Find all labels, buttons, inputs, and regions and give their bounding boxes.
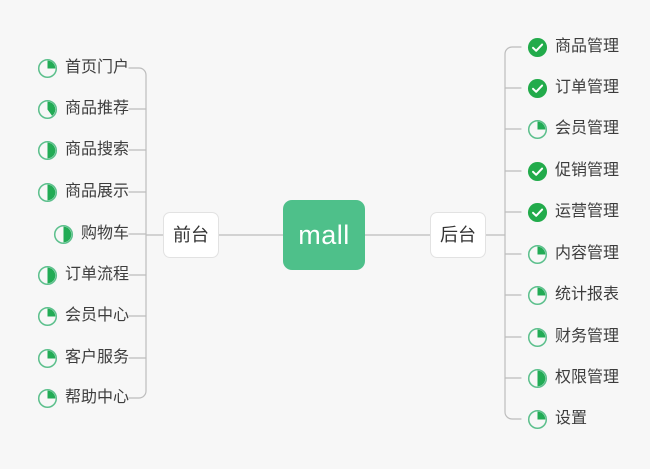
leaf-item-label: 订单管理 xyxy=(555,79,620,96)
branch-node-front[interactable]: 前台 xyxy=(163,212,219,258)
leaf-item-left-8[interactable]: 帮助中心 xyxy=(37,386,129,410)
pie-icon xyxy=(37,58,58,78)
pie-icon xyxy=(527,285,548,305)
leaf-item-left-6[interactable]: 会员中心 xyxy=(37,304,129,328)
leaf-item-left-5[interactable]: 订单流程 xyxy=(37,263,129,287)
leaf-item-right-4[interactable]: 运营管理 xyxy=(527,200,619,224)
pie-icon xyxy=(37,348,58,368)
pie-icon xyxy=(527,368,548,388)
pie-icon xyxy=(53,224,74,244)
leaf-item-left-3[interactable]: 商品展示 xyxy=(37,180,129,204)
leaf-item-right-3[interactable]: 促销管理 xyxy=(527,159,619,183)
leaf-item-right-8[interactable]: 权限管理 xyxy=(527,366,619,390)
leaf-item-left-1[interactable]: 商品推荐 xyxy=(37,97,129,121)
leaf-item-label: 财务管理 xyxy=(555,328,620,345)
center-node-mall[interactable]: mall xyxy=(283,200,365,270)
leaf-item-right-7[interactable]: 财务管理 xyxy=(527,325,619,349)
leaf-item-label: 帮助中心 xyxy=(64,389,129,406)
pie-icon xyxy=(527,119,548,139)
pie-icon xyxy=(527,327,548,347)
leaf-item-right-9[interactable]: 设置 xyxy=(527,407,587,431)
leaf-item-left-4[interactable]: 购物车 xyxy=(53,222,129,246)
leaf-item-left-7[interactable]: 客户服务 xyxy=(37,346,129,370)
leaf-item-label: 首页门户 xyxy=(64,59,129,76)
leaf-item-label: 商品搜索 xyxy=(64,141,129,158)
leaf-item-label: 促销管理 xyxy=(555,162,620,179)
leaf-item-label: 购物车 xyxy=(80,225,129,242)
leaf-item-right-5[interactable]: 内容管理 xyxy=(527,242,619,266)
leaf-item-label: 会员管理 xyxy=(555,120,620,137)
leaf-item-label: 会员中心 xyxy=(64,307,129,324)
pie-icon xyxy=(37,265,58,285)
leaf-item-right-2[interactable]: 会员管理 xyxy=(527,117,619,141)
leaf-item-label: 内容管理 xyxy=(555,245,620,262)
leaf-item-label: 商品展示 xyxy=(64,183,129,200)
center-node-label: mall xyxy=(298,219,350,250)
pie-icon xyxy=(527,409,548,429)
leaf-item-left-0[interactable]: 首页门户 xyxy=(37,56,129,80)
pie-icon xyxy=(527,244,548,264)
leaf-item-right-1[interactable]: 订单管理 xyxy=(527,76,619,100)
leaf-item-label: 运营管理 xyxy=(555,203,620,220)
leaf-item-label: 商品推荐 xyxy=(64,100,129,117)
branch-node-back[interactable]: 后台 xyxy=(430,212,486,258)
check-icon xyxy=(527,37,548,57)
check-icon xyxy=(527,202,548,222)
leaf-item-label: 客户服务 xyxy=(64,349,129,366)
branch-node-front-label: 前台 xyxy=(173,225,209,245)
pie-icon xyxy=(37,140,58,160)
leaf-item-right-0[interactable]: 商品管理 xyxy=(527,35,619,59)
leaf-item-label: 商品管理 xyxy=(555,38,620,55)
branch-node-back-label: 后台 xyxy=(440,225,476,245)
pie-icon xyxy=(37,388,58,408)
leaf-item-right-6[interactable]: 统计报表 xyxy=(527,283,619,307)
pie-icon xyxy=(37,182,58,202)
leaf-item-left-2[interactable]: 商品搜索 xyxy=(37,138,129,162)
pie-icon xyxy=(37,306,58,326)
leaf-item-label: 设置 xyxy=(555,410,588,427)
leaf-item-label: 订单流程 xyxy=(64,266,129,283)
check-icon xyxy=(527,78,548,98)
pie-icon xyxy=(37,99,58,119)
leaf-item-label: 权限管理 xyxy=(555,369,620,386)
check-icon xyxy=(527,161,548,181)
leaf-item-label: 统计报表 xyxy=(555,286,620,303)
